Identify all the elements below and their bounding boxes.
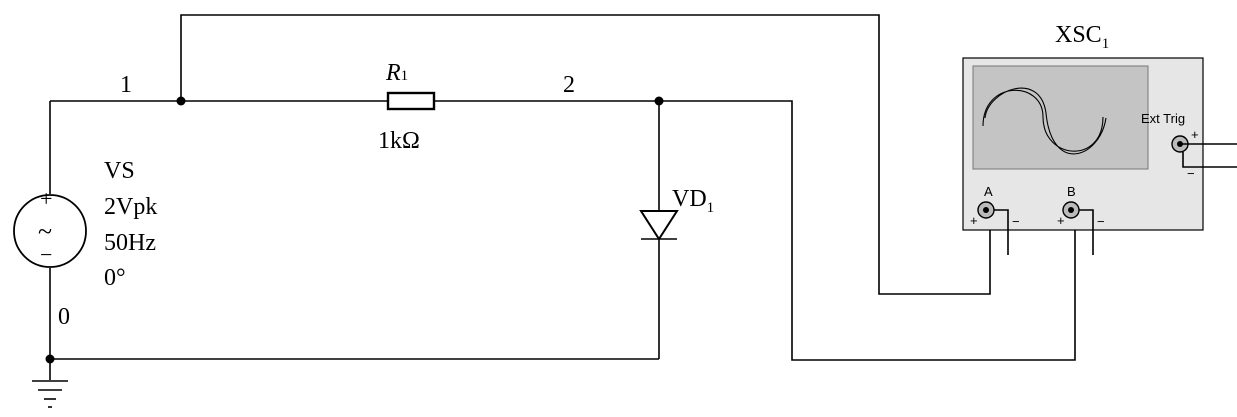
wire-node1-to-scope-a [180,14,991,295]
wire-node2-to-scope-b [659,100,1076,361]
resistor-body [386,91,436,111]
source-sine-icon: ~ [38,217,52,246]
resistor-value: 1kΩ [378,128,420,154]
scope-screen [972,65,1149,170]
channel-b-minus-lead [1079,209,1094,255]
source-frequency: 50Hz [104,230,156,256]
ext-trig-minus: − [1187,166,1195,181]
diode-triangle [639,210,679,241]
source-phase: 0° [104,265,126,291]
oscilloscope-xsc1[interactable]: XSC1 Ext Trig + − A + − B + − [962,22,1237,255]
node-label-1: 1 [120,72,132,98]
svg-text:XSC1: XSC1 [1055,22,1109,52]
channel-b-minus: − [1097,214,1105,229]
node-label-0: 0 [58,304,70,330]
channel-a-minus-lead [994,209,1009,255]
diode-name: VD [672,186,707,212]
junction-node0 [45,354,55,364]
channel-b-label: B [1067,184,1076,199]
wires [49,14,1076,380]
ext-trig-plus: + [1191,127,1199,142]
channel-a-plus: + [970,213,978,228]
scope-subscript: 1 [1102,36,1110,52]
channel-b-plus: + [1057,213,1065,228]
source-minus-sign: − [40,242,52,267]
junction-node1 [176,96,186,106]
scope-name: XSC [1055,22,1102,48]
source-plus-sign: + [40,186,52,211]
ground-icon [32,380,68,408]
channel-b-terminal-dot [1068,207,1074,213]
ext-trig-label: Ext Trig [1141,111,1185,126]
ext-trig-minus-lead [1182,152,1237,168]
channel-a-label: A [984,184,993,199]
scope-waveform-b [984,87,1107,155]
resistor-name: R [385,60,401,86]
channel-a-terminal-dot [983,207,989,213]
scope-waveform-a [982,89,1104,152]
source-name: VS [104,158,135,184]
diode-subscript: 1 [707,200,715,216]
source-circle [13,194,87,268]
resistor-r1[interactable]: R1 1kΩ [378,60,436,154]
resistor-subscript: 1 [401,68,409,84]
svg-text:R1: R1 [385,60,408,86]
channel-a-minus: − [1012,214,1020,229]
ac-source-vs[interactable]: + ~ − VS 2Vpk 50Hz 0° [13,158,157,291]
node-label-2: 2 [563,72,575,98]
source-amplitude: 2Vpk [104,194,157,220]
svg-text:VD1: VD1 [672,186,714,216]
junction-node2 [654,96,664,106]
diode-vd1[interactable]: VD1 [639,186,714,241]
